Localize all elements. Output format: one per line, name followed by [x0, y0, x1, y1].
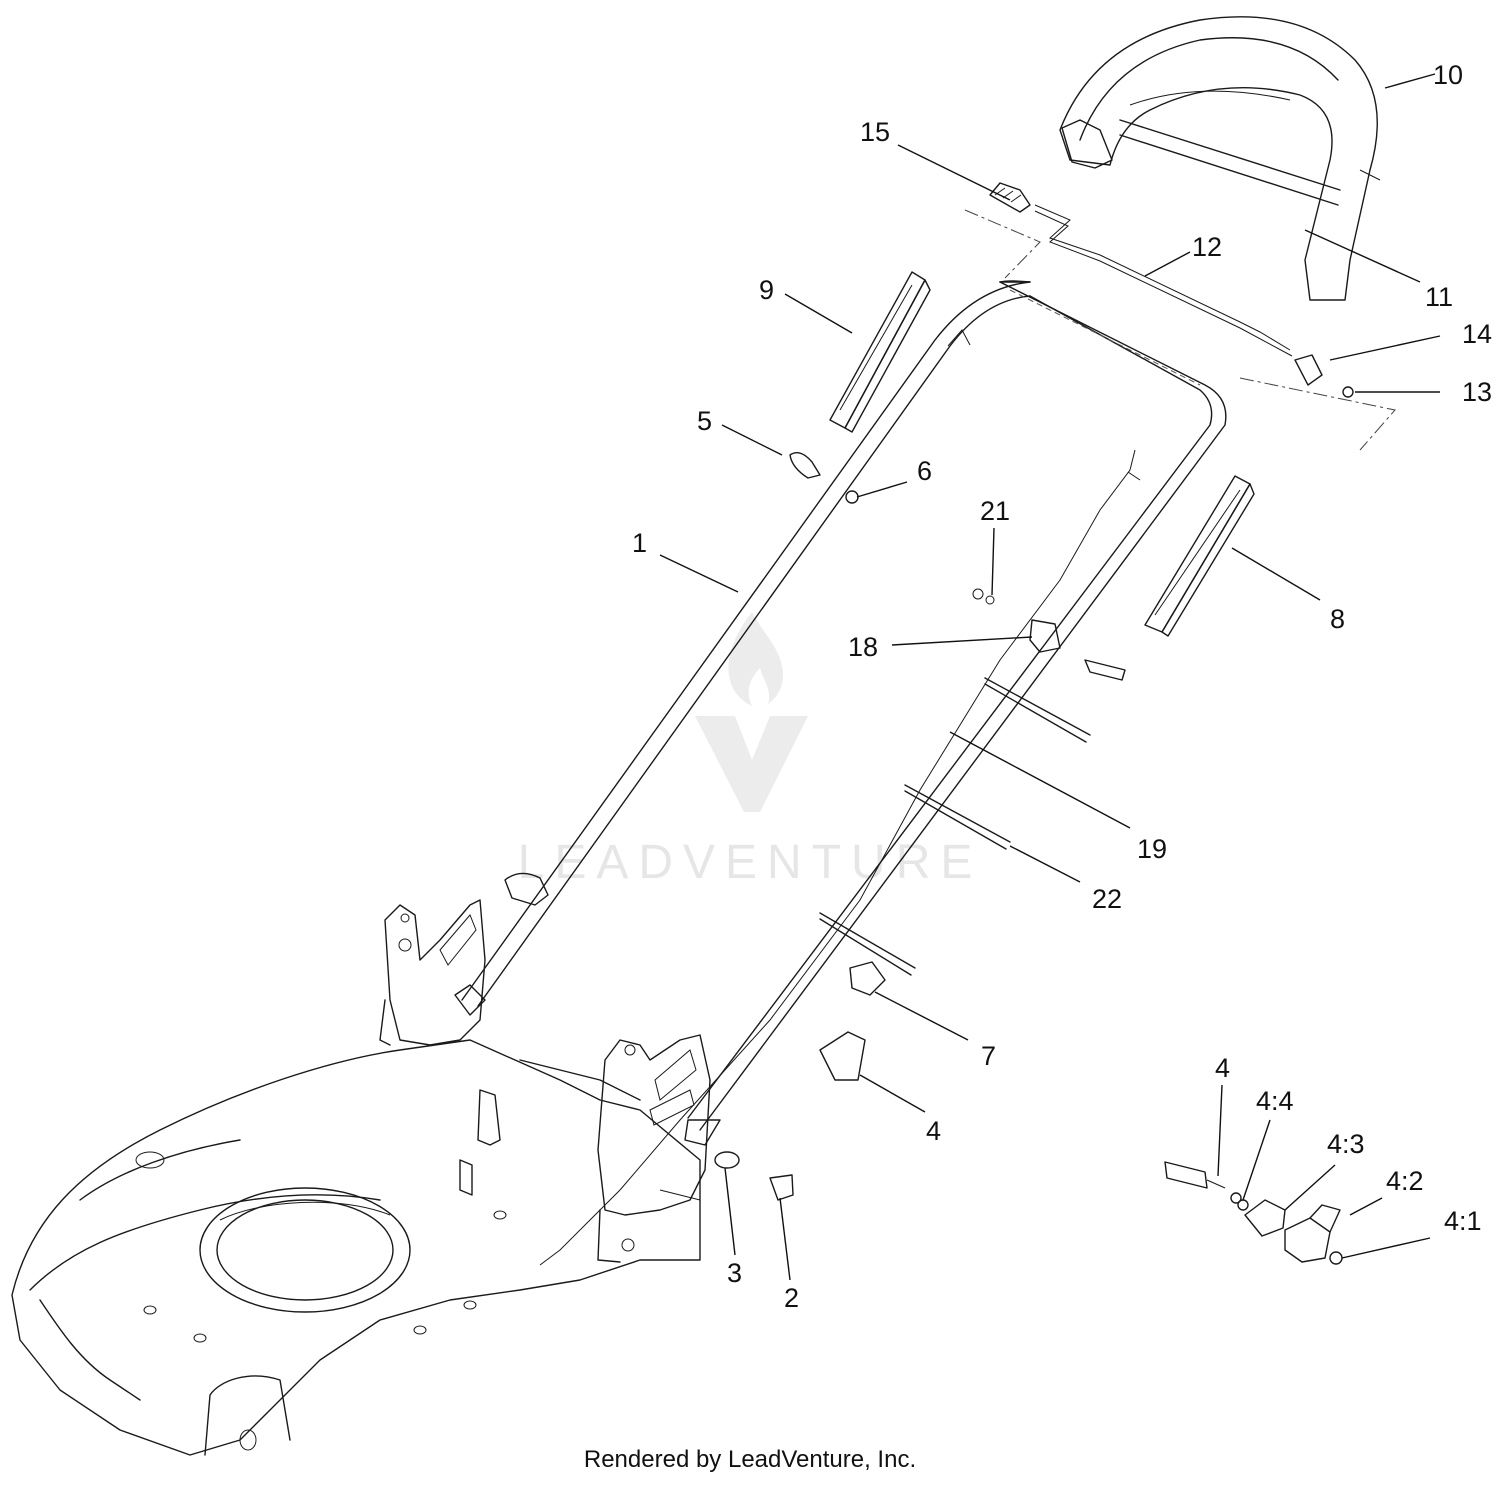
right-height-bracket [597, 1034, 711, 1263]
height-adjuster-exploded [1164, 1161, 1343, 1265]
main-handle [454, 280, 1227, 1146]
callout-14: 14 [1462, 319, 1492, 349]
callout-12: 12 [1192, 232, 1222, 262]
callout-2: 2 [784, 1283, 799, 1313]
watermark: LEADVENTURE [518, 612, 972, 889]
watermark-flame-icon [728, 612, 783, 706]
mower-deck [11, 1039, 701, 1456]
watermark-v-icon [695, 716, 808, 812]
callout-4-4: 4:4 [1256, 1086, 1294, 1116]
leader-lines [659, 73, 1441, 1281]
callout-18: 18 [848, 632, 878, 662]
callout-4-1: 4:1 [1444, 1206, 1482, 1236]
callout-19: 19 [1137, 834, 1167, 864]
callout-15: 15 [860, 117, 890, 147]
callout-6: 6 [917, 456, 932, 486]
callouts: 1 2 3 4 4 4:1 4:2 4:3 4:4 5 6 7 8 9 10 1… [632, 60, 1492, 1313]
callout-1: 1 [632, 528, 647, 558]
callout-13: 13 [1462, 377, 1492, 407]
callout-4-2: 4:2 [1386, 1166, 1424, 1196]
callout-7: 7 [981, 1041, 996, 1071]
footer-credit: Rendered by LeadVenture, Inc. [583, 1446, 917, 1473]
bail [1059, 16, 1381, 301]
left-height-bracket [379, 899, 486, 1046]
brake-rod-assembly [964, 182, 1396, 451]
callout-3: 3 [727, 1258, 742, 1288]
callout-4-a: 4 [1215, 1053, 1230, 1083]
control-cable [539, 449, 1141, 1266]
grip-panels [829, 271, 1255, 637]
callout-22: 22 [1092, 884, 1122, 914]
callout-9: 9 [759, 275, 774, 305]
callout-5: 5 [697, 406, 712, 436]
hardware [714, 452, 1126, 1201]
callout-4-3: 4:3 [1327, 1129, 1365, 1159]
cable-ties [819, 677, 1091, 976]
callout-8: 8 [1330, 604, 1345, 634]
callout-10: 10 [1433, 60, 1463, 90]
callout-11: 11 [1425, 282, 1453, 312]
callout-21: 21 [980, 496, 1010, 526]
callout-4-b: 4 [926, 1116, 941, 1146]
